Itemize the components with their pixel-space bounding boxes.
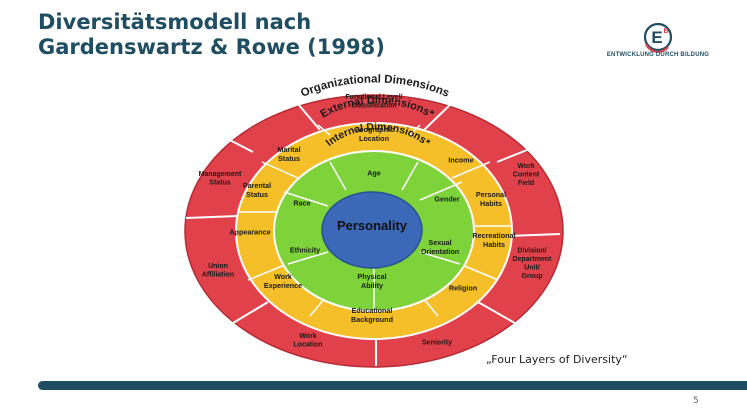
external-dimension-label: Appearance <box>229 228 270 237</box>
internal-dimension-label: Gender <box>434 195 459 204</box>
slide-title-line2: Gardenswartz & Rowe (1998) <box>38 35 385 59</box>
diagram-caption: „Four Layers of Diversity“ <box>486 353 628 366</box>
internal-dimension-label: Age <box>367 169 381 178</box>
internal-dimension-label: Race <box>293 199 310 208</box>
page-number: 5 <box>693 396 699 406</box>
core-label: Personality <box>337 218 408 233</box>
slide-title-line1: Diversitätsmodell nach <box>38 10 312 34</box>
organizational-dimension-label: Functional Level/Classification <box>345 94 402 110</box>
external-dimension-label: Income <box>448 156 473 165</box>
bottom-bar <box>38 381 747 390</box>
core-shape <box>321 191 423 269</box>
eb-logo: E B <box>643 22 673 53</box>
external-dimension-label: Religion <box>449 284 477 293</box>
org-dividers <box>185 97 561 366</box>
slide-title: Diversitätsmodell nach Gardenswartz & Ro… <box>38 10 508 60</box>
logo-letter: E <box>651 28 662 47</box>
personality-core: Personality <box>321 191 423 269</box>
organizational-dimension-label: Seniority <box>422 339 452 346</box>
int-dividers <box>283 161 463 310</box>
logo-superscript: B <box>663 28 668 35</box>
logo-tagline: ENTWICKLUNG DURCH BILDUNG <box>606 52 710 58</box>
internal-dimension-label: Ethnicity <box>290 246 320 255</box>
